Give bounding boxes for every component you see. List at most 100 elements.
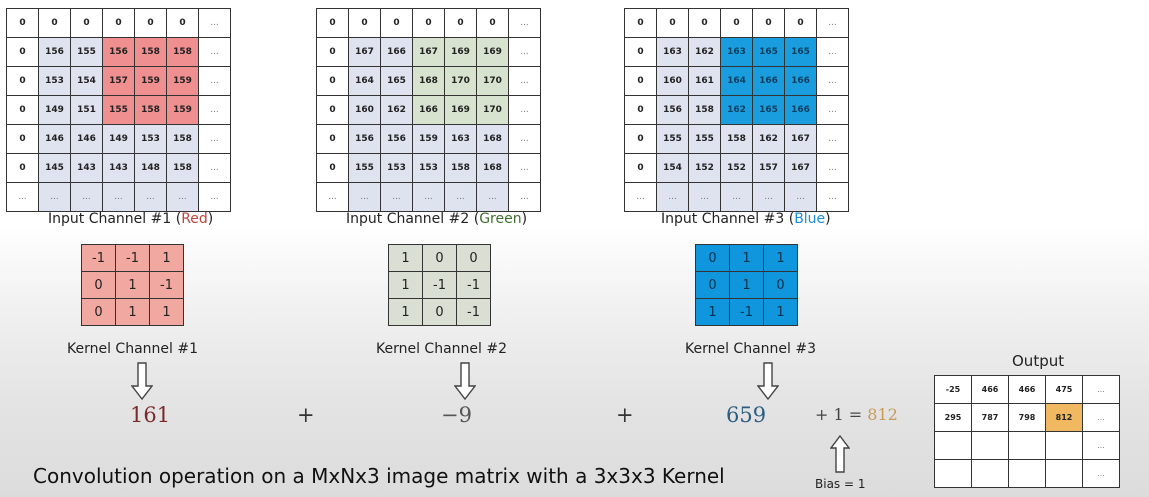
output-cell [1008,459,1046,488]
grid-cell: ... [134,182,167,212]
grid-cell: ... [38,182,71,212]
kernel-cell: 1 [388,298,423,326]
kernel-cell: -1 [729,298,764,326]
grid-cell: ... [508,153,541,183]
grid-cell: 0 [134,8,167,38]
grid-cell: 170 [476,95,509,125]
channel-3-result: 659 [726,403,767,427]
grid-cell: 155 [348,153,381,183]
kernel-cell: 0 [81,271,116,299]
grid-cell: 165 [752,95,785,125]
output-cell: 295 [934,403,972,432]
grid-cell: 146 [38,124,71,154]
caption: Convolution operation on a MxNx3 image m… [33,464,725,488]
output-cell [1008,431,1046,460]
kernel-cell: 1 [115,298,150,326]
kernel-cell: -1 [81,244,116,272]
output-cell: 475 [1045,375,1083,404]
grid-cell: 162 [688,37,721,67]
output-cell: 466 [1008,375,1046,404]
grid-cell: 0 [6,8,39,38]
output-label: Output [1012,352,1065,370]
grid-cell: 0 [6,37,39,67]
kernel-cell: -1 [115,244,150,272]
grid-cell: 0 [656,8,689,38]
kernel-cell: 0 [456,244,491,272]
kernel-cell: 0 [81,298,116,326]
grid-cell: 0 [624,66,657,96]
grid-cell: 158 [688,95,721,125]
grid-cell: ... [816,124,849,154]
grid-cell: 165 [380,66,413,96]
grid-cell: ... [476,182,509,212]
grid-cell: 158 [444,153,477,183]
grid-cell: 170 [444,66,477,96]
grid-cell: 154 [70,66,103,96]
grid-cell: 162 [720,95,753,125]
output-row: ... [934,459,1120,488]
grid-cell: 166 [412,95,445,125]
grid-cell: 169 [444,37,477,67]
grid-cell: 0 [102,8,135,38]
grid-cell: 167 [784,124,817,154]
grid-cell: 0 [720,8,753,38]
channel-1-result: 161 [130,403,171,427]
grid-cell: ... [198,66,231,96]
grid-cell: 0 [316,95,349,125]
grid-cell: 169 [444,95,477,125]
input-channel-2-label: Input Channel #2 (Green) [346,211,528,227]
grid-cell: 159 [412,124,445,154]
kernel-cell: -1 [422,271,457,299]
plus-operator: + [297,403,315,427]
final-result: 812 [867,405,898,424]
output-cell [934,459,972,488]
grid-cell: 0 [752,8,785,38]
output-cell: 812 [1045,403,1083,432]
kernel-cell: -1 [456,271,491,299]
grid-cell: 0 [624,8,657,38]
grid-cell: ... [688,182,721,212]
grid-cell: 155 [688,124,721,154]
grid-cell: ... [720,182,753,212]
output-cell: 466 [971,375,1009,404]
output-cell [1045,431,1083,460]
grid-cell: 160 [348,95,381,125]
grid-cell: 158 [166,37,199,67]
grid-cell: 0 [444,8,477,38]
kernel-cell: 0 [422,244,457,272]
grid-cell: 152 [720,153,753,183]
grid-cell: 0 [6,124,39,154]
grid-cell: 166 [784,95,817,125]
grid-cell: 158 [166,153,199,183]
output-cell: ... [1082,431,1120,460]
grid-cell: 159 [166,66,199,96]
grid-cell: 162 [380,95,413,125]
grid-cell: ... [166,182,199,212]
grid-cell: 166 [380,37,413,67]
channel-2-result: −9 [441,403,472,427]
grid-row: ..................... [6,182,231,212]
output-cell [934,431,972,460]
output-cell: 798 [1008,403,1046,432]
grid-cell: ... [508,66,541,96]
grid-cell: 153 [134,124,167,154]
grid-cell: 0 [624,37,657,67]
grid-cell: 156 [38,37,71,67]
grid-cell: 153 [38,66,71,96]
kernel-cell: 0 [695,244,730,272]
